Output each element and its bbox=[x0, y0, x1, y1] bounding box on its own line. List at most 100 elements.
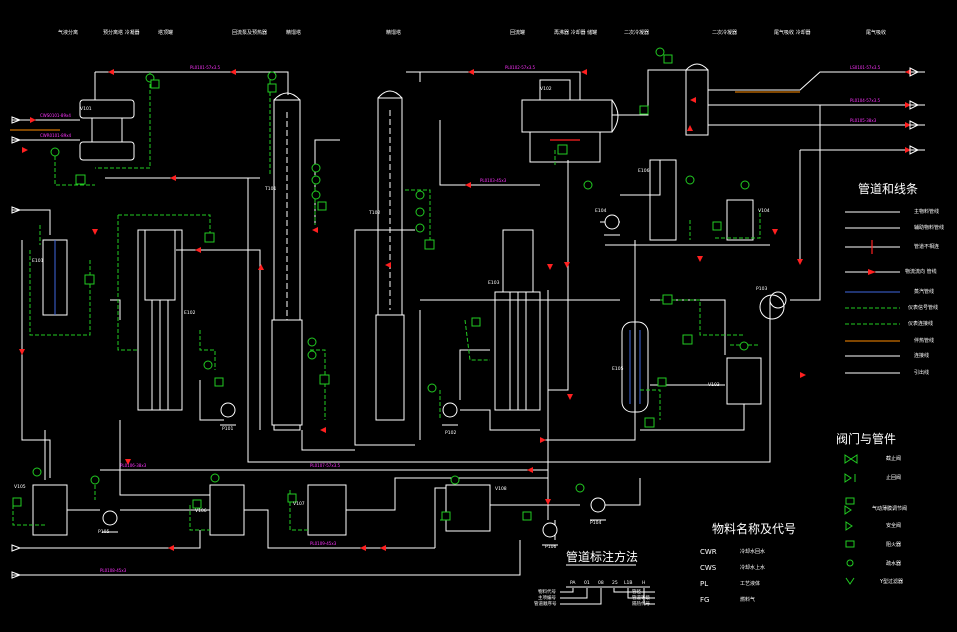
pipe-label: PL0109-45x3 bbox=[310, 541, 337, 546]
equipment-tag: E102 bbox=[184, 310, 196, 316]
equipment-tag: P105 bbox=[98, 529, 109, 535]
legend-item: 物流流向 管线 bbox=[905, 268, 937, 275]
notation-note: 管径 bbox=[632, 588, 641, 595]
equipment-tag: E105 bbox=[612, 366, 624, 372]
header-label: 预分离塔 冷凝器 bbox=[103, 29, 140, 36]
pumps bbox=[102, 214, 620, 546]
pipe-labels: PL0101-57x3.5 PL0102-57x3.5 CWS0101-89x4… bbox=[40, 65, 881, 573]
equipment-tag: P103 bbox=[756, 286, 767, 292]
material-name: 冷却水上水 bbox=[740, 564, 765, 571]
pipe-label: CWR0101-89x4 bbox=[40, 133, 72, 138]
legend-item: 止回阀 bbox=[886, 474, 901, 481]
legend-item: 辅助物料管线 bbox=[914, 224, 944, 231]
instrument-lines bbox=[12, 72, 761, 531]
header-label: 回流泵及预热器 bbox=[232, 29, 267, 36]
notation-note: 隔热代号 bbox=[632, 600, 650, 607]
legend-item: 仪表连接线 bbox=[908, 320, 933, 327]
pipe-label: PL0102-57x3.5 bbox=[505, 65, 536, 70]
equipment-tag: P104 bbox=[590, 520, 601, 526]
equipment-tag: V102 bbox=[540, 86, 552, 92]
legend-valves-title: 阀门与管件 bbox=[836, 431, 896, 446]
equipment-tag: V108 bbox=[495, 486, 507, 492]
notation-note: 管道等级 bbox=[632, 594, 650, 601]
header-label: 气液分离 bbox=[58, 29, 78, 36]
material-name: 工艺液体 bbox=[740, 580, 760, 587]
legend-item: 伴热管线 bbox=[914, 337, 934, 344]
legend-item: 安全阀 bbox=[886, 522, 901, 529]
header-label: 尾气吸收 冷却器 bbox=[774, 29, 811, 36]
pipe-label: PL0105-38x3 bbox=[850, 118, 877, 123]
header-label: 回流罐 bbox=[510, 29, 525, 36]
header-labels: 气液分离 预分离塔 冷凝器 塔顶罐 回流泵及预热器 精馏塔 精馏塔 回流罐 再沸… bbox=[58, 29, 886, 36]
legend-item: 阻火器 bbox=[886, 541, 901, 548]
legend-item: 连接线 bbox=[914, 352, 929, 359]
pipe-notation: 管道标注方法 PA 01 08 25 L1B H 物料代号 主项编号 管道顺序号… bbox=[534, 549, 655, 607]
pipe-label: PL0104-57x3.5 bbox=[850, 98, 881, 103]
pipe-label: CWS0101-89x4 bbox=[40, 113, 71, 118]
notation-part: H bbox=[642, 580, 645, 586]
material-name: 燃料气 bbox=[740, 596, 755, 603]
pipe-label: LS0101-57x3.5 bbox=[850, 65, 881, 70]
material-name: 冷却水回水 bbox=[740, 548, 765, 555]
legend-item: 蒸汽管线 bbox=[914, 288, 934, 295]
notation-note: 主项编号 bbox=[538, 594, 556, 601]
notation-part: L1B bbox=[624, 580, 632, 586]
pipe-label: PL0101-57x3.5 bbox=[190, 65, 221, 70]
header-label: 精馏塔 bbox=[286, 29, 301, 36]
pipe-label: PL0103-45x3 bbox=[480, 178, 507, 183]
equipment-tag: V106 bbox=[195, 508, 207, 514]
material-code: PL bbox=[700, 580, 708, 588]
legend-item: 截止阀 bbox=[886, 455, 901, 462]
material-code: CWS bbox=[700, 564, 717, 572]
notation-part: 01 bbox=[584, 580, 590, 586]
material-code: FG bbox=[700, 596, 709, 604]
header-label: 精馏塔 bbox=[386, 29, 401, 36]
notation-title: 管道标注方法 bbox=[566, 549, 638, 564]
equipment-tag: T102 bbox=[368, 210, 380, 216]
equipment-tag: E104 bbox=[595, 208, 607, 214]
equipment-tag: V105 bbox=[14, 484, 26, 490]
equipment-tag: E106 bbox=[638, 168, 650, 174]
equipment-tag: V107 bbox=[293, 501, 305, 507]
notation-part: PA bbox=[570, 580, 576, 586]
legend-item: Y型过滤器 bbox=[879, 578, 903, 585]
notation-part: 25 bbox=[612, 580, 618, 586]
equipment-tag: T101 bbox=[264, 186, 276, 192]
materials-title: 物料名称及代号 bbox=[712, 521, 796, 536]
legend-pipes: 管道和线条 主物料管线 辅助物料管线 管道不相连 物流流向 管线 蒸汽管线 仪表… bbox=[845, 181, 944, 376]
notation-note: 物料代号 bbox=[538, 588, 556, 595]
header-label: 尾气吸收 bbox=[866, 29, 886, 36]
pipe-label: PL0106-38x3 bbox=[120, 463, 147, 468]
legend-item: 管道不相连 bbox=[914, 243, 939, 250]
equipment-tag: P101 bbox=[222, 426, 233, 432]
legend-item: 仪表信号管线 bbox=[908, 304, 938, 311]
equipment-tag: V101 bbox=[80, 106, 92, 112]
equipment-tag: P102 bbox=[445, 430, 456, 436]
legend-item: 主物料管线 bbox=[914, 208, 939, 215]
header-label: 塔顶罐 bbox=[158, 29, 173, 36]
instruments bbox=[12, 47, 750, 521]
equipment-tags: V101 E101 E102 P101 T101 T102 V102 E103 … bbox=[14, 86, 770, 550]
flow-arrows bbox=[19, 69, 911, 551]
pipe-label: PL0108-45x3 bbox=[100, 568, 127, 573]
legend-item: 疏水器 bbox=[886, 560, 901, 567]
header-label: 二次冷凝器 bbox=[624, 29, 649, 36]
legend-pipes-title: 管道和线条 bbox=[858, 181, 918, 196]
notation-part: 08 bbox=[598, 580, 604, 586]
legend-item: 气动薄膜调节阀 bbox=[872, 505, 907, 512]
material-codes: 物料名称及代号 CWR 冷却水回水 CWS 冷却水上水 PL 工艺液体 FG 燃… bbox=[700, 521, 796, 604]
header-label: 二次冷凝器 bbox=[712, 29, 737, 36]
notation-note: 管道顺序号 bbox=[534, 600, 557, 607]
material-code: CWR bbox=[700, 548, 717, 556]
legend-item: 引出线 bbox=[914, 369, 929, 376]
equipment-tag: P106 bbox=[545, 544, 556, 550]
equipment-tag: V103 bbox=[708, 382, 720, 388]
left-terminals bbox=[11, 67, 920, 579]
equipment-tag: E103 bbox=[488, 280, 500, 286]
equipment-tag: V104 bbox=[758, 208, 770, 214]
header-label: 再沸器 冷却器 储罐 bbox=[554, 29, 597, 36]
legend-valves: 阀门与管件 截止阀 止回阀 气动薄膜调节阀 安全阀 阻火器 疏水器 Y型过滤器 bbox=[836, 431, 907, 585]
pipe-label: PL0107-57x3.5 bbox=[310, 463, 341, 468]
equipment-tag: E101 bbox=[32, 258, 44, 264]
